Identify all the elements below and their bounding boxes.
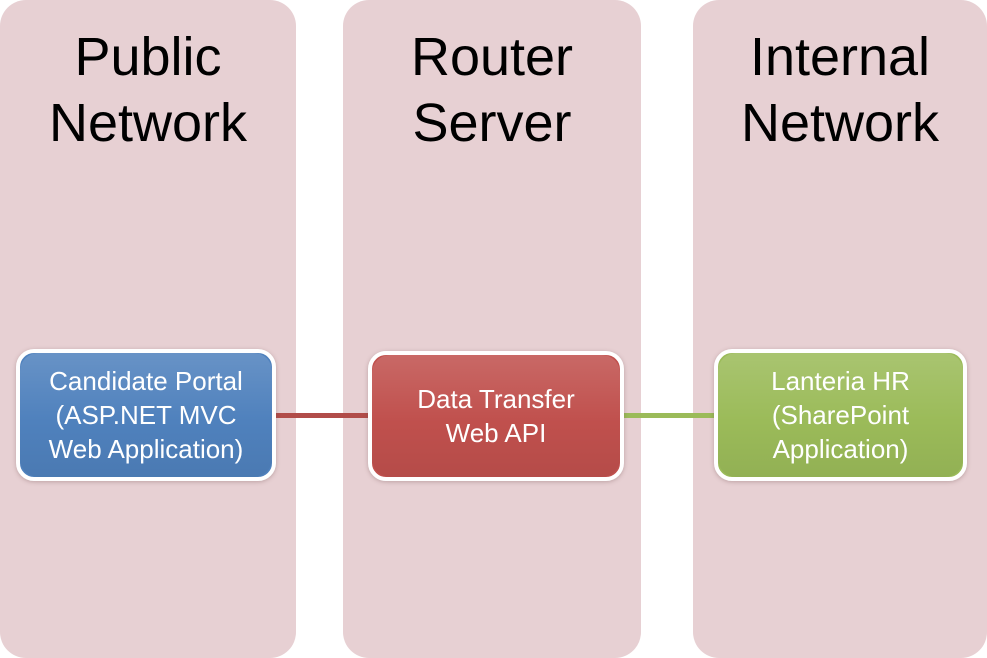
connector-public-to-router — [258, 413, 380, 418]
node-label-line: (ASP.NET MVC — [55, 400, 237, 430]
panel-title-line: Router — [410, 27, 574, 87]
panel-title-internal-network: Internal Network — [693, 0, 987, 156]
connector-router-to-internal — [608, 413, 724, 418]
node-candidate-portal: Candidate Portal (ASP.NET MVC Web Applic… — [16, 349, 276, 481]
node-data-transfer-web-api: Data Transfer Web API — [368, 351, 624, 481]
panel-title-public-network: Public Network — [0, 0, 296, 156]
panel-title-line: Server — [412, 93, 572, 153]
panel-title-line: Public — [74, 27, 222, 87]
panel-title-line: Network — [48, 93, 248, 153]
node-label-line: Web Application) — [48, 434, 244, 464]
node-label-line: (SharePoint — [771, 400, 910, 430]
panel-router-server: Router Server — [343, 0, 641, 658]
panel-title-line: Network — [740, 93, 940, 153]
panel-title-router-server: Router Server — [343, 0, 641, 156]
node-label-line: Lanteria HR — [771, 366, 910, 396]
node-label-line: Candidate Portal — [49, 366, 243, 396]
panel-title-line: Internal — [749, 27, 931, 87]
node-label-line: Application) — [772, 434, 909, 464]
node-lanteria-hr: Lanteria HR (SharePoint Application) — [714, 349, 967, 481]
panel-internal-network: Internal Network — [693, 0, 987, 658]
node-label-line: Data Transfer — [417, 384, 575, 414]
panel-public-network: Public Network — [0, 0, 296, 658]
node-label-line: Web API — [445, 418, 547, 448]
